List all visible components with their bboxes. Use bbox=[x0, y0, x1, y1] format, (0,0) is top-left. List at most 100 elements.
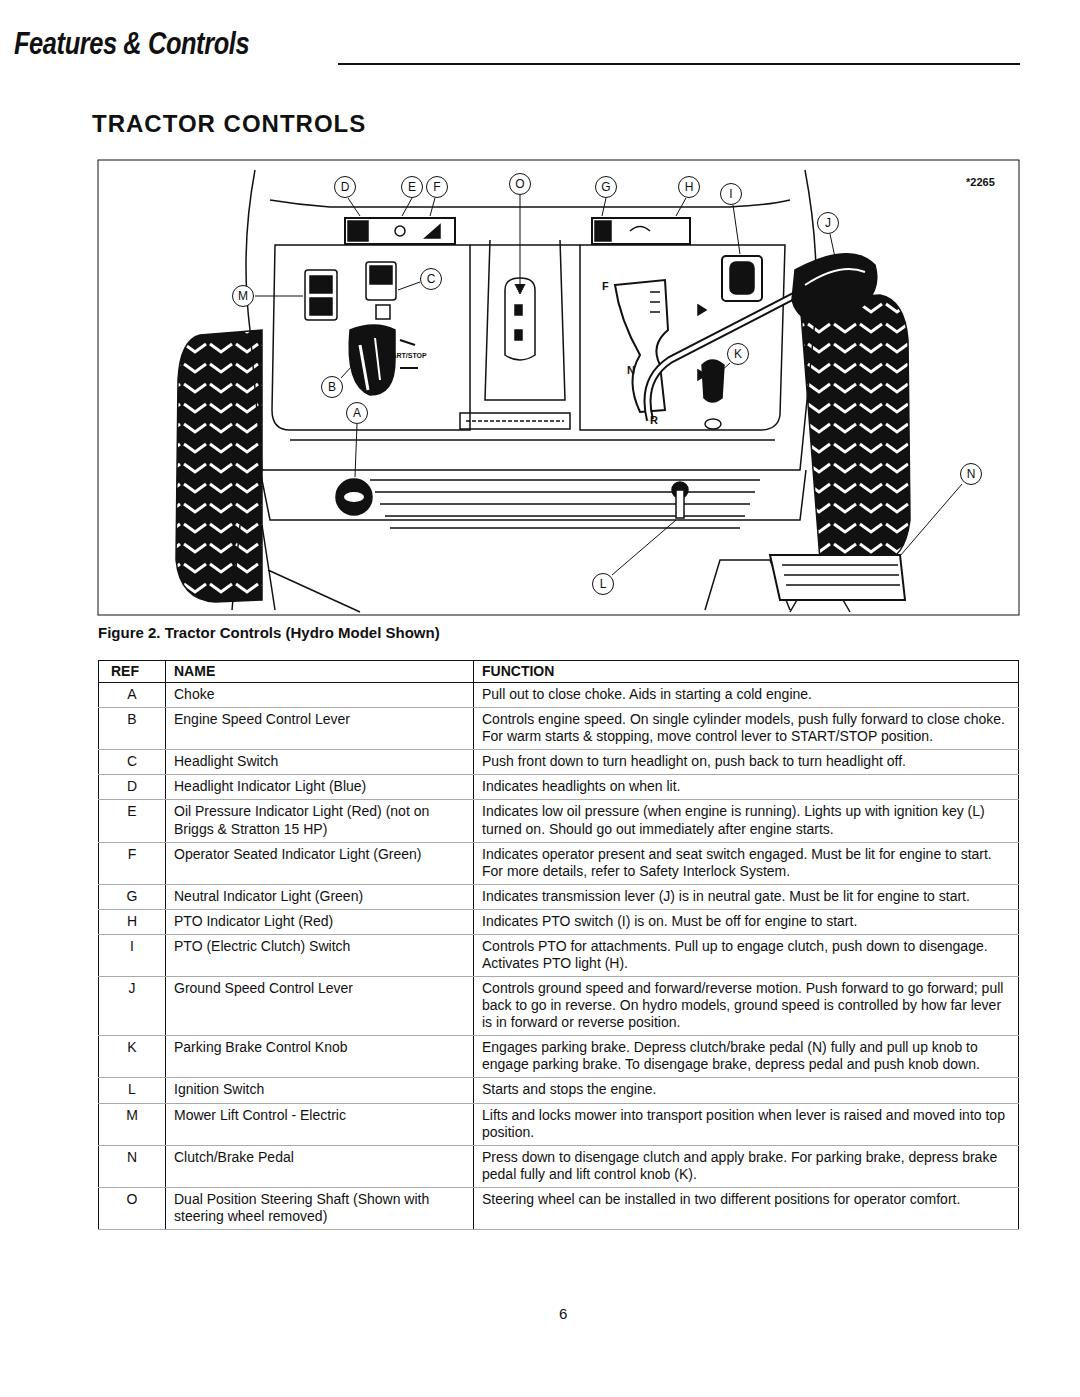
callout-letter: D bbox=[341, 181, 350, 193]
cell-text: Headlight Switch bbox=[174, 753, 465, 770]
table-row: C Headlight Switch Push front down to turn… bbox=[99, 750, 1019, 775]
table-row: REF NAME FUNCTION bbox=[99, 661, 1019, 683]
table-cell: Parking Brake Control Knob bbox=[166, 1036, 474, 1078]
table-cell: Pull out to close choke. Aids in startin… bbox=[474, 683, 1019, 708]
cell-text: B bbox=[107, 711, 157, 728]
header-rule bbox=[338, 63, 1020, 65]
table-cell: Indicates transmission lever (J) is in n… bbox=[474, 884, 1019, 909]
table-cell: Indicates operator present and seat swit… bbox=[474, 842, 1019, 884]
cell-text: Press down to disengage clutch and apply… bbox=[482, 1149, 1010, 1183]
table-cell: Controls engine speed. On single cylinde… bbox=[474, 708, 1019, 750]
table-cell: Indicates PTO switch (I) is on. Must be … bbox=[474, 909, 1019, 934]
callout-letter: I bbox=[729, 188, 732, 200]
callout-letter: H bbox=[685, 181, 694, 193]
table-cell: Engine Speed Control Lever bbox=[166, 708, 474, 750]
column-header: NAME bbox=[174, 663, 465, 680]
callout-letter: O bbox=[515, 178, 524, 190]
cell-text: K bbox=[107, 1039, 157, 1056]
cell-text: G bbox=[107, 888, 157, 905]
figure-caption: Figure 2. Tractor Controls (Hydro Model … bbox=[98, 624, 440, 641]
table-row: L Ignition Switch Starts and stops the eng… bbox=[99, 1078, 1019, 1103]
cell-text: Lifts and locks mower into transport pos… bbox=[482, 1107, 1010, 1141]
table-cell: FUNCTION bbox=[474, 661, 1019, 683]
table-cell: H bbox=[99, 909, 166, 934]
table-cell: Starts and stops the engine. bbox=[474, 1078, 1019, 1103]
callout-letter: G bbox=[601, 181, 610, 193]
cell-text: N bbox=[107, 1149, 157, 1166]
table-body: REF NAME FUNCTION A Choke Pull out to close c… bbox=[99, 661, 1019, 1230]
cell-text: F bbox=[107, 846, 157, 863]
table-cell: B bbox=[99, 708, 166, 750]
callout-letter: F bbox=[433, 181, 440, 193]
callout-letter: A bbox=[353, 407, 361, 419]
table-cell: Ignition Switch bbox=[166, 1078, 474, 1103]
table-cell: Headlight Switch bbox=[166, 750, 474, 775]
table-cell: Mower Lift Control - Electric bbox=[166, 1103, 474, 1145]
table-cell: E bbox=[99, 800, 166, 842]
table-row: N Clutch/Brake PedalPress down to disenga… bbox=[99, 1145, 1019, 1187]
cell-text: O bbox=[107, 1191, 157, 1208]
callout-circle: E bbox=[401, 176, 423, 198]
table-row: FOperator Seated Indicator Light (Green)… bbox=[99, 842, 1019, 884]
table-cell: I bbox=[99, 934, 166, 976]
gear-marking: F bbox=[602, 280, 609, 292]
table-cell: Controls PTO for attachments. Pull up to… bbox=[474, 934, 1019, 976]
table-cell: D bbox=[99, 775, 166, 800]
cell-text: Indicates PTO switch (I) is on. Must be … bbox=[482, 913, 1010, 930]
cell-text: Oil Pressure Indicator Light (Red) (not … bbox=[174, 803, 465, 837]
cell-text: D bbox=[107, 778, 157, 795]
table-row: A Choke Pull out to close choke. Aids in s… bbox=[99, 683, 1019, 708]
figure-number: *2265 bbox=[966, 176, 995, 188]
table-cell: Dual Position Steering Shaft (Shown with… bbox=[166, 1187, 474, 1229]
cell-text: Ground Speed Control Lever bbox=[174, 980, 465, 997]
figure-frame bbox=[98, 160, 1019, 615]
cell-text: Indicates headlights on when lit. bbox=[482, 778, 1010, 795]
cell-text: Steering wheel can be installed in two d… bbox=[482, 1191, 1010, 1208]
cell-text: Dual Position Steering Shaft (Shown with… bbox=[174, 1191, 465, 1225]
table-cell: Push front down to turn headlight on, pu… bbox=[474, 750, 1019, 775]
table-cell: Headlight Indicator Light (Blue) bbox=[166, 775, 474, 800]
page-number: 6 bbox=[559, 1305, 567, 1322]
cell-text: Indicates low oil pressure (when engine … bbox=[482, 803, 1010, 837]
cell-text: Mower Lift Control - Electric bbox=[174, 1107, 465, 1124]
table-cell: J bbox=[99, 977, 166, 1036]
cell-text: PTO (Electric Clutch) Switch bbox=[174, 938, 465, 955]
table-row: G Neutral Indicator Light (Green)Indicate… bbox=[99, 884, 1019, 909]
table-cell: Indicates low oil pressure (when engine … bbox=[474, 800, 1019, 842]
table-cell: L bbox=[99, 1078, 166, 1103]
table-cell: N bbox=[99, 1145, 166, 1187]
callout-circle: N bbox=[960, 463, 982, 485]
column-header: REF bbox=[111, 663, 157, 680]
cell-text: Starts and stops the engine. bbox=[482, 1081, 1010, 1098]
callout-circle: D bbox=[334, 176, 356, 198]
cell-text: Parking Brake Control Knob bbox=[174, 1039, 465, 1056]
table-cell: Indicates headlights on when lit. bbox=[474, 775, 1019, 800]
cell-text: A bbox=[107, 686, 157, 703]
cell-text: M bbox=[107, 1107, 157, 1124]
callout-circle: A bbox=[346, 402, 368, 424]
callout-letter: K bbox=[734, 348, 742, 360]
table-cell: K bbox=[99, 1036, 166, 1078]
cell-text: L bbox=[107, 1081, 157, 1098]
table-row: HPTO Indicator Light (Red)Indicates PTO … bbox=[99, 909, 1019, 934]
table-row: M Mower Lift Control - Electric Lifts and … bbox=[99, 1103, 1019, 1145]
cell-text: Choke bbox=[174, 686, 465, 703]
table-cell: Clutch/Brake Pedal bbox=[166, 1145, 474, 1187]
table-cell: Neutral Indicator Light (Green) bbox=[166, 884, 474, 909]
cell-text: Engages parking brake. Depress clutch/br… bbox=[482, 1039, 1010, 1073]
callout-circle: H bbox=[678, 176, 700, 198]
callout-letter: B bbox=[328, 381, 336, 393]
callout-letter: N bbox=[967, 468, 976, 480]
table-cell: Choke bbox=[166, 683, 474, 708]
cell-text: I bbox=[107, 938, 157, 955]
table-row: EOil Pressure Indicator Light (Red) (not… bbox=[99, 800, 1019, 842]
cell-text: Controls ground speed and forward/revers… bbox=[482, 980, 1010, 1031]
section-heading: TRACTOR CONTROLS bbox=[92, 110, 366, 138]
table-cell: REF bbox=[99, 661, 166, 683]
cell-text: J bbox=[107, 980, 157, 997]
table-cell: NAME bbox=[166, 661, 474, 683]
cell-text: C bbox=[107, 753, 157, 770]
table-row: O Dual Position Steering Shaft (Shown wit… bbox=[99, 1187, 1019, 1229]
cell-text: Engine Speed Control Lever bbox=[174, 711, 465, 728]
